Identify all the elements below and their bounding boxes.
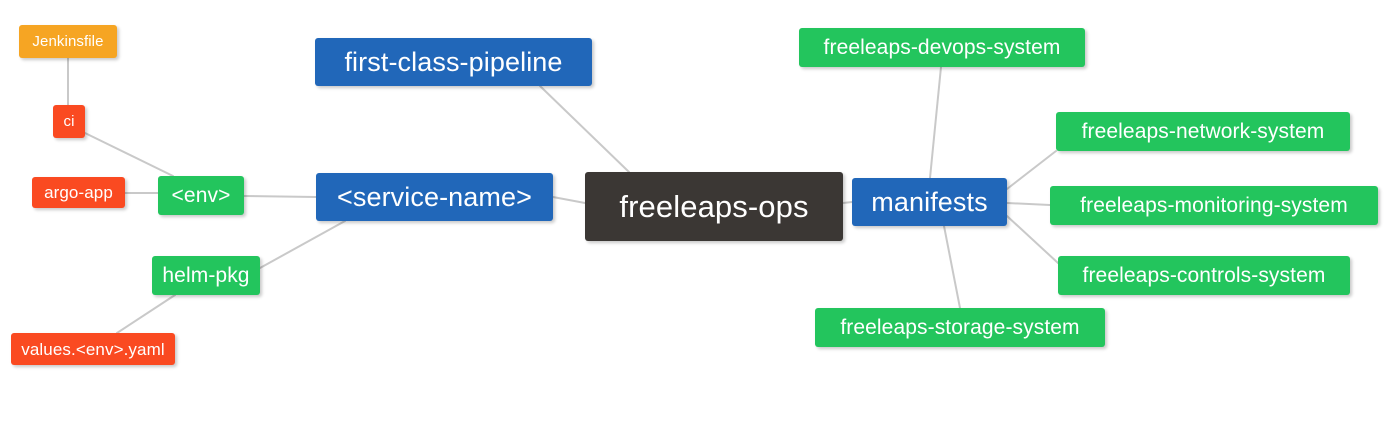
node-argo-app[interactable]: argo-app [32, 177, 125, 208]
node-label-freeleaps-ops: freeleaps-ops [619, 189, 809, 224]
node-manifests[interactable]: manifests [852, 178, 1007, 226]
node-label-manifests: manifests [871, 186, 988, 217]
edge-env-to-ci [84, 132, 174, 177]
edge-freeleaps-ops-to-manifests [842, 201, 853, 204]
node-label-freeleaps-network-system: freeleaps-network-system [1081, 120, 1325, 143]
node-label-ci: ci [63, 113, 75, 130]
node-label-helm-pkg: helm-pkg [162, 264, 250, 287]
edge-service-name-to-env [243, 195, 317, 198]
node-env[interactable]: <env> [158, 176, 244, 215]
edge-helm-pkg-to-values-env-yaml [116, 294, 176, 334]
node-label-service-name: <service-name> [337, 181, 532, 212]
node-first-class-pipeline[interactable]: first-class-pipeline [315, 38, 592, 86]
edge-manifests-to-freeleaps-controls-system [1006, 215, 1059, 264]
edge-manifests-to-freeleaps-storage-system [943, 225, 961, 309]
node-label-freeleaps-devops-system: freeleaps-devops-system [823, 36, 1061, 59]
node-freeleaps-monitoring-system[interactable]: freeleaps-monitoring-system [1050, 186, 1378, 225]
node-label-freeleaps-controls-system: freeleaps-controls-system [1082, 264, 1326, 287]
node-freeleaps-storage-system[interactable]: freeleaps-storage-system [815, 308, 1105, 347]
edge-freeleaps-ops-to-service-name [552, 196, 586, 204]
edge-manifests-to-freeleaps-network-system [1006, 150, 1057, 190]
edge-freeleaps-ops-to-first-class-pipeline [539, 85, 630, 173]
node-freeleaps-devops-system[interactable]: freeleaps-devops-system [799, 28, 1085, 67]
node-jenkinsfile[interactable]: Jenkinsfile [19, 25, 117, 58]
edge-service-name-to-helm-pkg [259, 220, 346, 269]
node-label-first-class-pipeline: first-class-pipeline [344, 46, 563, 77]
edge-manifests-to-freeleaps-devops-system [929, 66, 942, 179]
node-ci[interactable]: ci [53, 105, 85, 138]
node-helm-pkg[interactable]: helm-pkg [152, 256, 260, 295]
node-service-name[interactable]: <service-name> [316, 173, 553, 221]
node-freeleaps-ops[interactable]: freeleaps-ops [585, 172, 843, 241]
edge-manifests-to-freeleaps-monitoring-system [1006, 202, 1051, 206]
node-label-jenkinsfile: Jenkinsfile [32, 33, 104, 50]
node-freeleaps-controls-system[interactable]: freeleaps-controls-system [1058, 256, 1350, 295]
node-label-freeleaps-monitoring-system: freeleaps-monitoring-system [1080, 194, 1348, 217]
node-freeleaps-network-system[interactable]: freeleaps-network-system [1056, 112, 1350, 151]
node-label-argo-app: argo-app [44, 183, 113, 202]
node-values-env-yaml[interactable]: values.<env>.yaml [11, 333, 175, 365]
node-label-values-env-yaml: values.<env>.yaml [21, 339, 165, 359]
node-label-freeleaps-storage-system: freeleaps-storage-system [840, 316, 1080, 339]
node-label-env: <env> [171, 184, 231, 207]
